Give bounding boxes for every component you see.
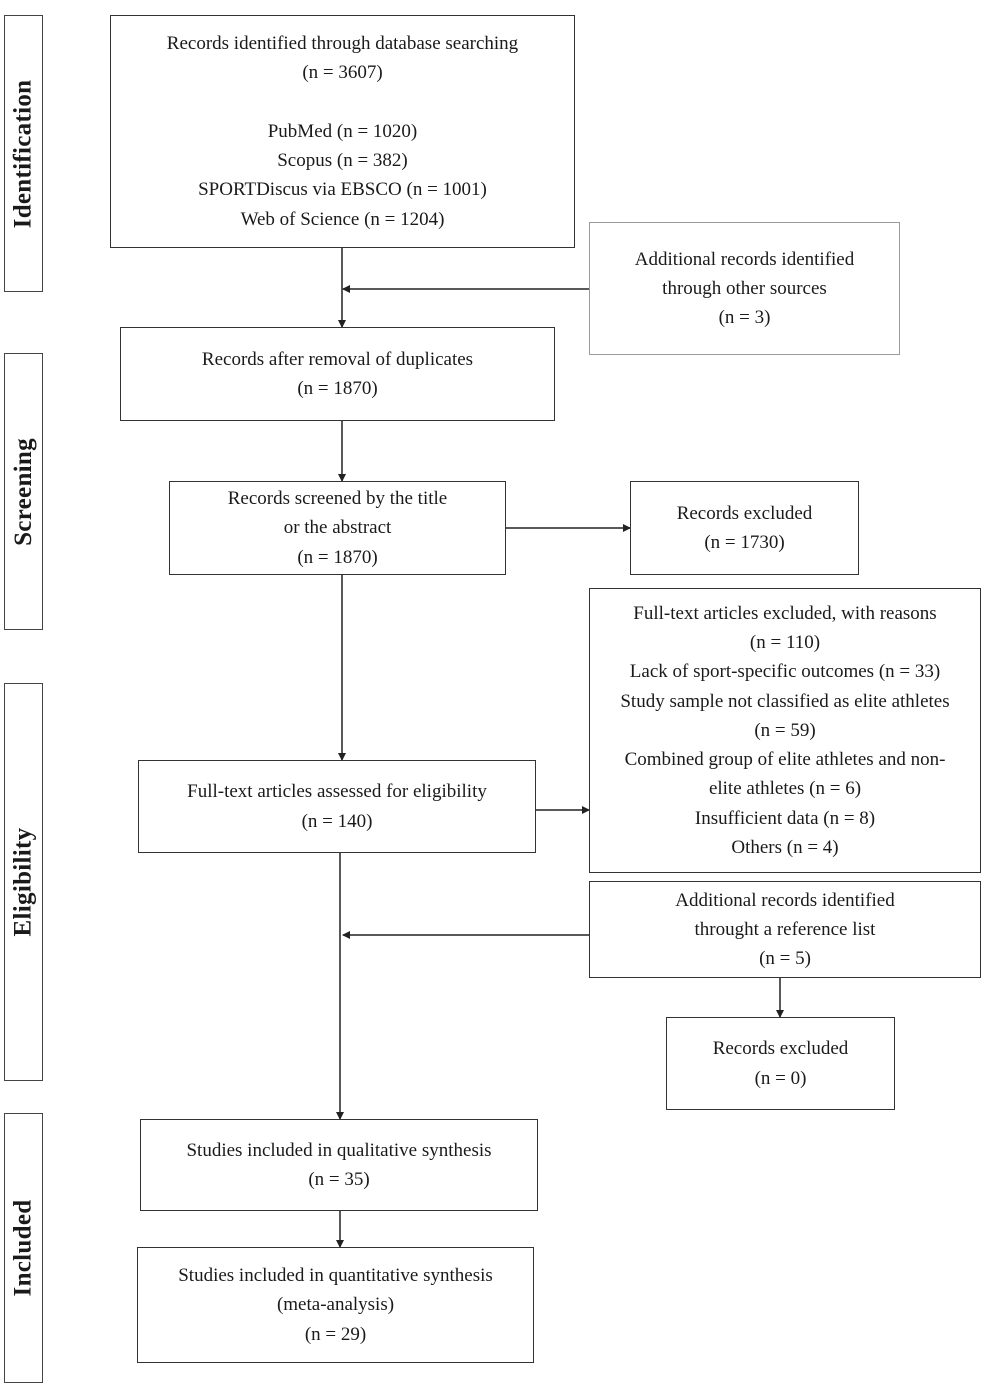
records-screened-box: Records screened by the title or the abs… — [169, 481, 506, 575]
qualitative-line-1: Studies included in qualitative synthesi… — [186, 1139, 492, 1161]
qualitative-synthesis-box: Studies included in qualitative synthesi… — [140, 1119, 538, 1211]
records-excluded-screening-box: Records excluded (n = 1730) — [630, 481, 859, 575]
reference-line-2: throught a reference list — [694, 918, 876, 940]
source-web-of-science: Web of Science (n = 1204) — [240, 208, 445, 230]
phase-identification: Identification — [4, 15, 43, 292]
additional-records-box: Additional records identified through ot… — [589, 222, 900, 355]
records-identified-box: Records identified through database sear… — [110, 15, 575, 248]
excluded-ref-line-1: Records excluded — [712, 1038, 849, 1060]
reason-not-elite-2: (n = 59) — [754, 719, 816, 741]
after-duplicates-line-2: (n = 1870) — [297, 378, 378, 399]
source-pubmed: PubMed (n = 1020) — [267, 120, 418, 142]
reference-line-3: (n = 5) — [759, 948, 811, 970]
reason-combined-2: elite athletes (n = 6) — [708, 778, 862, 800]
phase-eligibility: Eligibility — [4, 683, 43, 1081]
additional-line-1: Additional records identified — [634, 248, 855, 270]
reason-not-elite-1: Study sample not classified as elite ath… — [620, 690, 950, 712]
fulltext-excluded-title: Full-text articles excluded, with reason… — [633, 602, 937, 624]
reason-insufficient-data: Insufficient data (n = 8) — [694, 807, 876, 829]
reason-others: Others (n = 4) — [731, 837, 839, 859]
source-scopus: Scopus (n = 382) — [277, 150, 408, 171]
additional-line-3: (n = 3) — [718, 307, 771, 329]
screened-line-1: Records screened by the title — [227, 488, 448, 510]
fulltext-excluded-count: (n = 110) — [749, 631, 821, 653]
identified-title: Records identified through database sear… — [166, 33, 519, 55]
phase-screening: Screening — [4, 353, 43, 630]
source-sportdiscus: SPORTDiscus via EBSCO (n = 1001) — [198, 179, 487, 201]
excluded-screen-line-1: Records excluded — [676, 502, 813, 524]
quantitative-line-1: Studies included in quantitative synthes… — [178, 1265, 493, 1287]
quantitative-synthesis-box: Studies included in quantitative synthes… — [137, 1247, 534, 1363]
quantitative-line-2: (meta-analysis) — [276, 1294, 395, 1316]
records-excluded-reference-box: Records excluded (n = 0) — [666, 1017, 895, 1110]
identified-count: (n = 3607) — [302, 62, 383, 84]
fulltext-excluded-box: Full-text articles excluded, with reason… — [589, 588, 981, 873]
after-duplicates-line-1: Records after removal of duplicates — [201, 348, 474, 370]
screened-line-3: (n = 1870) — [297, 546, 378, 568]
reason-combined-1: Combined group of elite athletes and non… — [624, 749, 946, 771]
after-duplicates-box: Records after removal of duplicates (n =… — [120, 327, 555, 421]
reason-sport-specific: Lack of sport-specific outcomes (n = 33) — [629, 661, 941, 683]
quantitative-line-3: (n = 29) — [304, 1323, 367, 1345]
screened-line-2: or the abstract — [283, 517, 392, 539]
excluded-screen-line-2: (n = 1730) — [704, 532, 785, 553]
fulltext-assessed-box: Full-text articles assessed for eligibil… — [138, 760, 536, 853]
reference-list-box: Additional records identified throught a… — [589, 881, 981, 978]
fulltext-assessed-line-2: (n = 140) — [301, 810, 373, 832]
additional-line-2: through other sources — [662, 277, 827, 299]
fulltext-assessed-line-1: Full-text articles assessed for eligibil… — [187, 781, 487, 803]
qualitative-line-2: (n = 35) — [308, 1169, 370, 1190]
excluded-ref-line-2: (n = 0) — [754, 1067, 807, 1089]
phase-included: Included — [4, 1113, 43, 1383]
reference-line-1: Additional records identified — [675, 889, 895, 911]
